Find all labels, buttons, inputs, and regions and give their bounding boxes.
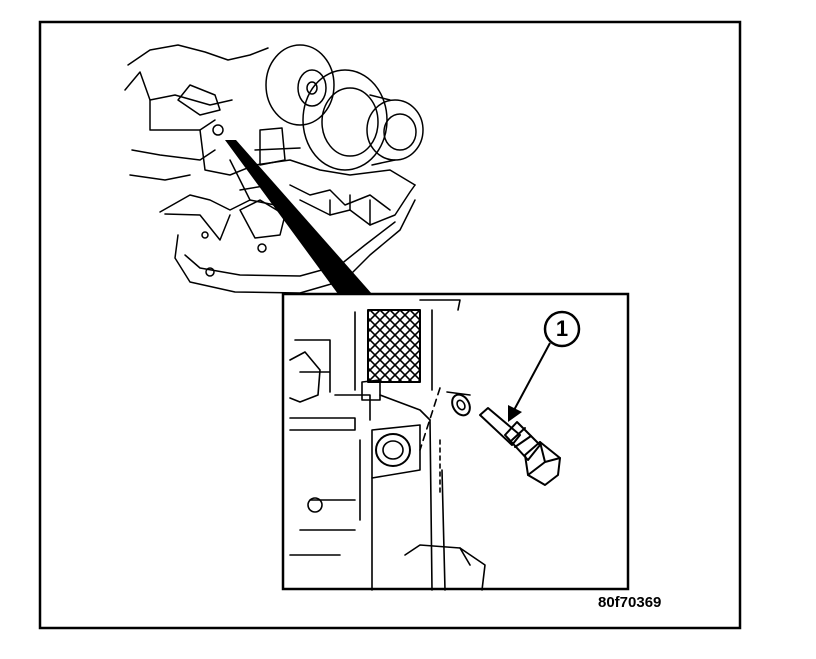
accessory-pulley <box>302 69 388 171</box>
detail-drawing <box>289 299 561 591</box>
figure-id-label: 80f70369 <box>598 594 662 611</box>
crank-pulley <box>265 44 335 126</box>
sensor-axis-line <box>419 387 441 451</box>
sealing-washer <box>451 393 471 417</box>
callout-arrow <box>508 342 551 422</box>
crosshatched-rail <box>367 309 421 383</box>
front-pulley <box>366 99 424 161</box>
engine-overview-drawing <box>124 44 424 294</box>
sensor-component <box>479 407 561 486</box>
outer-frame <box>38 20 742 630</box>
callout-number: 1 <box>555 316 569 341</box>
sensor-boss <box>375 433 411 467</box>
callout-circle <box>543 310 581 348</box>
zoom-leader <box>225 140 372 294</box>
